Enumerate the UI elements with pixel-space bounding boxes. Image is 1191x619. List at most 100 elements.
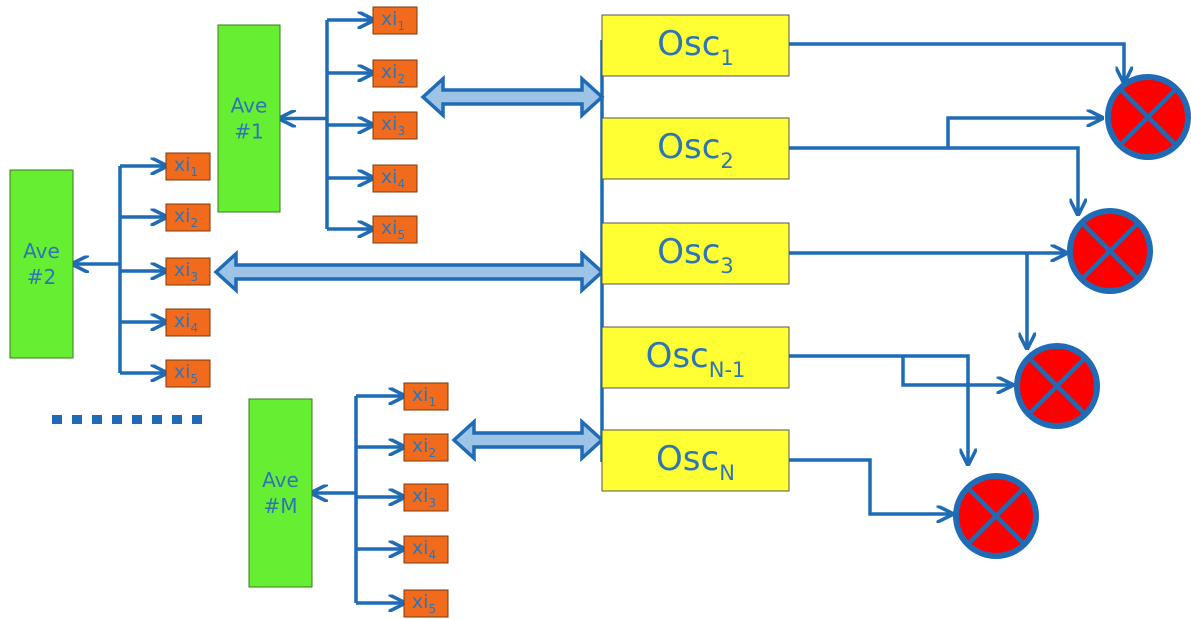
oscillator-label: OscN-1 (646, 336, 746, 382)
ellipsis-dot (152, 415, 162, 424)
averager-box (248, 398, 313, 588)
input-xi-label-subscript: 5 (428, 602, 436, 616)
input-xi-box (403, 483, 449, 512)
input-xi-box (403, 433, 449, 462)
oscillator-label-subscript: N (719, 461, 735, 485)
averager-box (217, 24, 281, 213)
ellipsis-dot (192, 415, 202, 424)
bidirectional-bus-arrow (213, 249, 605, 295)
ellipsis-dot (112, 415, 122, 424)
bidirectional-bus-arrow (420, 74, 605, 120)
input-xi-box (403, 535, 449, 564)
input-xi-label: xi2 (174, 205, 198, 230)
oscillator-to-mixer-arrow (901, 356, 1012, 385)
input-xi-label-prefix: xi (174, 205, 191, 227)
oscillator-label-subscript: 2 (720, 149, 733, 173)
input-xi-box (165, 308, 211, 337)
input-xi-label: xi3 (381, 113, 405, 138)
oscillator-label: Osc2 (657, 127, 734, 173)
input-xi-label-subscript: 1 (397, 19, 405, 33)
oscillator-box (601, 326, 790, 389)
input-xi-box (165, 152, 211, 181)
input-xi-label-prefix: xi (174, 259, 191, 281)
oscillator-label: OscN (656, 439, 735, 485)
input-xi-label-prefix: xi (174, 154, 191, 176)
averager-label-line2: #1 (234, 120, 263, 144)
input-xi-box (372, 6, 418, 35)
averager-label-line2: #2 (27, 265, 56, 289)
ellipsis-dot (92, 415, 102, 424)
input-xi-box (372, 59, 418, 88)
oscillator-box (601, 222, 790, 285)
input-xi-label: xi4 (412, 537, 436, 562)
input-xi-label-prefix: xi (174, 310, 191, 332)
oscillator-to-mixer-arrow (789, 458, 952, 514)
input-xi-label-prefix: xi (412, 537, 429, 559)
input-xi-box (372, 215, 418, 244)
ellipsis-dot (72, 415, 82, 424)
ellipsis-dot (52, 415, 62, 424)
oscillator-label-prefix: Osc (657, 24, 720, 64)
bidirectional-bus-arrow (451, 417, 605, 463)
input-xi-label-prefix: xi (412, 435, 429, 457)
oscillator-to-mixer-arrow (948, 146, 1078, 214)
oscillator-label-subscript: N-1 (709, 358, 746, 382)
averager-box (9, 169, 74, 359)
input-xi-label-subscript: 3 (397, 124, 405, 138)
input-xi-label-prefix: xi (381, 61, 398, 83)
input-xi-box (372, 164, 418, 193)
oscillator-to-mixer-arrow (789, 354, 968, 464)
input-xi-label: xi3 (174, 259, 198, 284)
oscillator-label-prefix: Osc (656, 439, 719, 479)
oscillator-label-subscript: 1 (720, 46, 733, 70)
input-xi-label-prefix: xi (174, 361, 191, 383)
input-xi-box (403, 382, 449, 411)
input-xi-label-subscript: 1 (190, 165, 198, 179)
input-xi-label-prefix: xi (381, 113, 398, 135)
input-xi-label: xi4 (174, 310, 198, 335)
averager-label-line1: Ave (231, 94, 268, 118)
input-xi-label-subscript: 5 (397, 228, 405, 242)
input-xi-box (165, 203, 211, 232)
mixer-cross-line (966, 486, 1026, 546)
input-xi-label-subscript: 3 (428, 496, 436, 510)
input-xi-box (403, 589, 449, 618)
input-xi-label: xi2 (412, 435, 436, 460)
input-xi-label-subscript: 3 (190, 270, 198, 284)
input-xi-label: xi5 (174, 361, 198, 386)
oscillator-to-mixer-arrow (789, 118, 1102, 150)
mixer-cross-line (1027, 356, 1087, 416)
input-xi-label-subscript: 2 (428, 446, 436, 460)
input-xi-label: xi5 (412, 591, 436, 616)
input-xi-box (165, 257, 211, 286)
oscillator-label: Osc1 (657, 24, 734, 70)
input-xi-label-subscript: 2 (397, 72, 405, 86)
input-xi-label-subscript: 1 (428, 395, 436, 409)
averager-label-line1: Ave (23, 239, 60, 263)
input-xi-label-prefix: xi (412, 485, 429, 507)
input-xi-label-subscript: 5 (190, 372, 198, 386)
input-xi-label: xi1 (412, 384, 436, 409)
input-xi-label: xi4 (381, 166, 405, 191)
oscillator-to-mixer-arrow (789, 42, 1124, 82)
mixer-cross-line (1118, 87, 1178, 147)
oscillator-label-subscript: 3 (720, 254, 733, 278)
input-xi-label-subscript: 4 (190, 321, 198, 335)
input-xi-label-prefix: xi (412, 384, 429, 406)
input-xi-box (165, 359, 211, 388)
input-xi-label: xi2 (381, 61, 405, 86)
ellipsis-dot (172, 415, 182, 424)
input-xi-label: xi1 (381, 8, 405, 33)
oscillator-label-prefix: Osc (646, 336, 709, 376)
input-xi-label: xi3 (412, 485, 436, 510)
input-xi-label-subscript: 2 (190, 216, 198, 230)
input-xi-label-subscript: 4 (397, 177, 405, 191)
oscillator-box (601, 14, 790, 77)
input-xi-box (372, 111, 418, 140)
averager-label-line1: Ave (262, 468, 299, 492)
ellipsis-dot (132, 415, 142, 424)
input-xi-label-prefix: xi (381, 8, 398, 30)
oscillator-label-prefix: Osc (657, 232, 720, 272)
oscillator-box (601, 117, 790, 180)
